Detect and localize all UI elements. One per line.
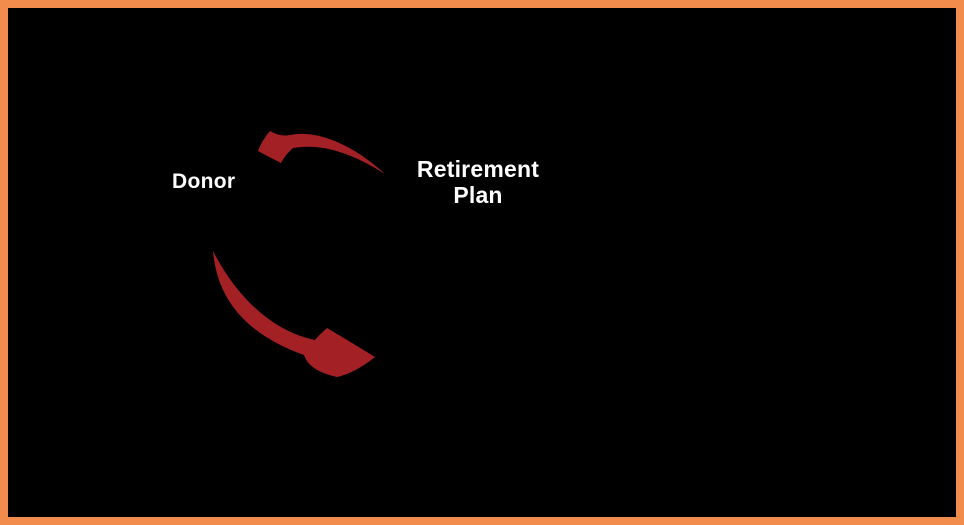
arrow-retirement-to-donor-icon: [258, 131, 385, 174]
arrow-donor-to-lower-right-icon: [213, 251, 375, 377]
retirement-plan-node-label: Retirement Plan: [416, 156, 540, 208]
donor-node-label: Donor: [172, 170, 236, 193]
